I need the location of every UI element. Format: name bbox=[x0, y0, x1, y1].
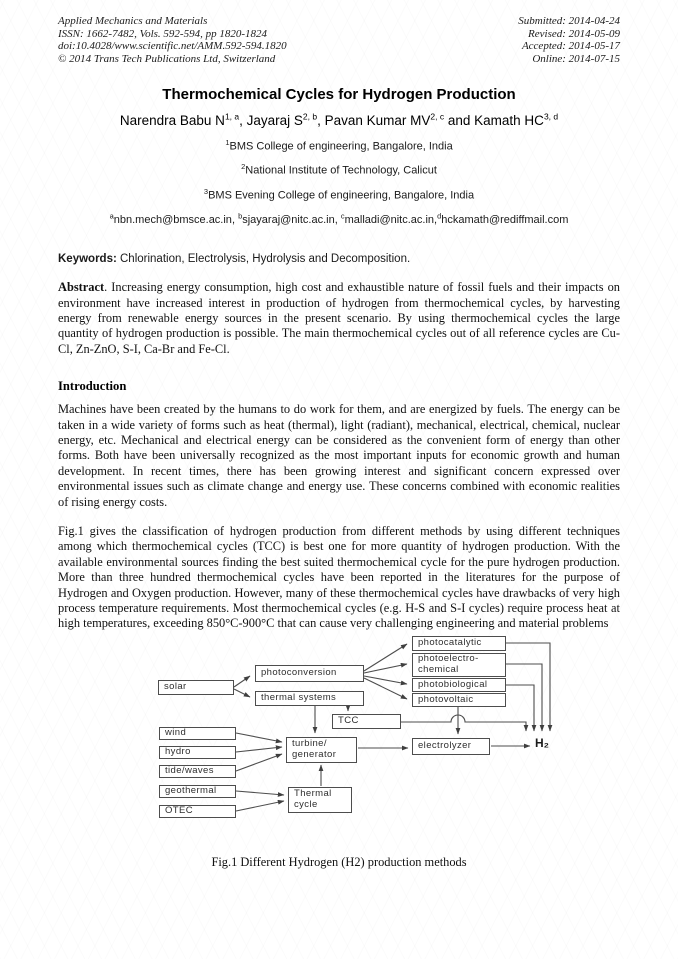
author-email: , cmalladi@nitc.ac.in bbox=[334, 211, 435, 227]
date-accepted: Accepted: 2014-05-17 bbox=[521, 40, 620, 52]
author-email: anbn.mech@bmsce.ac.in bbox=[109, 211, 232, 227]
author: , Pavan Kumar MV2, c bbox=[317, 111, 445, 128]
intro-paragraph-1: Machines have been created by the humans… bbox=[58, 402, 620, 509]
diagram-node-turbine-generator: turbine/ generator bbox=[286, 736, 357, 763]
diagram-node-photovoltaic: photovoltaic bbox=[412, 692, 506, 707]
keywords-line: Keywords: Chlorination, Electrolysis, Hy… bbox=[58, 253, 620, 265]
intro-paragraph-2: Fig.1 gives the classification of hydrog… bbox=[58, 524, 620, 631]
journal-title: Applied Mechanics and Materials bbox=[58, 15, 208, 27]
figure-caption: Fig.1 Different Hydrogen (H2) production… bbox=[211, 854, 467, 869]
diagram-node-photocatalytic: photocatalytic bbox=[412, 635, 506, 651]
keywords-label: Keywords: bbox=[58, 253, 117, 266]
author: Narendra Babu N1, a bbox=[119, 111, 240, 128]
author-superscript: 1, a bbox=[224, 111, 240, 121]
diagram-node-tcc: TCC bbox=[332, 713, 401, 729]
keywords-text: Chlorination, Electrolysis, Hydrolysis a… bbox=[116, 253, 411, 266]
author-superscript: 3, d bbox=[543, 111, 559, 121]
diagram-node-wind: wind bbox=[159, 726, 236, 740]
author-superscript: 2, b bbox=[302, 111, 318, 121]
affiliation-1: 1BMS College of engineering, Bangalore, … bbox=[225, 137, 453, 153]
abstract-label: Abstract bbox=[58, 280, 105, 295]
date-submitted: Submitted: 2014-04-24 bbox=[518, 15, 620, 27]
publication-header: Applied Mechanics and Materials ISSN: 16… bbox=[58, 15, 620, 65]
author-email: , bsjayaraj@nitc.ac.in bbox=[231, 211, 335, 227]
diagram-node-h2: H₂ bbox=[535, 735, 549, 750]
abstract-text: . Increasing energy consumption, high co… bbox=[58, 280, 620, 356]
diagram-node-otec: OTEC bbox=[159, 804, 236, 818]
date-revised: Revised: 2014-05-09 bbox=[528, 27, 620, 40]
author: and Kamath HC3, d bbox=[444, 111, 559, 128]
diagram-connectors bbox=[233, 642, 553, 812]
journal-info: Applied Mechanics and Materials ISSN: 16… bbox=[58, 15, 287, 65]
diagram-node-solar: solar bbox=[158, 679, 234, 695]
journal-issn: ISSN: 1662-7482, Vols. 592-594, pp 1820-… bbox=[58, 27, 267, 40]
diagram-node-electrolyzer: electrolyzer bbox=[412, 737, 490, 755]
figure-1-diagram: solar photoconversion thermal systems ph… bbox=[152, 635, 572, 849]
page-title: Thermochemical Cycles for Hydrogen Produ… bbox=[162, 86, 516, 103]
author-superscript: 2, c bbox=[430, 111, 445, 121]
abstract: Abstract. Increasing energy consumption,… bbox=[58, 280, 620, 357]
diagram-node-hydro: hydro bbox=[159, 745, 236, 759]
affiliation-2: 2National Institute of Technology, Calic… bbox=[241, 162, 437, 177]
diagram-node-photobiological: photobiological bbox=[412, 677, 506, 692]
diagram-node-geothermal: geothermal bbox=[159, 784, 236, 798]
author: , Jayaraj S2, b bbox=[239, 111, 318, 128]
diagram-node-photoelectrochemical: photoelectro-chemical bbox=[412, 652, 506, 677]
diagram-node-photoconversion: photoconversion bbox=[255, 664, 364, 682]
author-email: ,dhckamath@rediffmail.com bbox=[434, 211, 569, 227]
authors-line: Narendra Babu N1, a, Jayaraj S2, b, Pava… bbox=[58, 111, 620, 128]
journal-copyright: © 2014 Trans Tech Publications Ltd, Swit… bbox=[58, 52, 276, 65]
section-heading-introduction: Introduction bbox=[58, 379, 127, 394]
diagram-node-thermal-cycle: Thermal cycle bbox=[288, 786, 352, 813]
submission-dates: Submitted: 2014-04-24 Revised: 2014-05-0… bbox=[518, 15, 620, 65]
date-online: Online: 2014-07-15 bbox=[532, 52, 620, 65]
page-content: Applied Mechanics and Materials ISSN: 16… bbox=[58, 15, 620, 869]
emails-line: anbn.mech@bmsce.ac.in, bsjayaraj@nitc.ac… bbox=[58, 211, 620, 226]
diagram-node-thermal-systems: thermal systems bbox=[255, 690, 364, 706]
affiliation-3: 3BMS Evening College of engineering, Ban… bbox=[203, 186, 475, 202]
diagram-node-tide-waves: tide/waves bbox=[159, 764, 236, 778]
journal-doi: doi:10.4028/www.scientific.net/AMM.592-5… bbox=[58, 40, 287, 52]
